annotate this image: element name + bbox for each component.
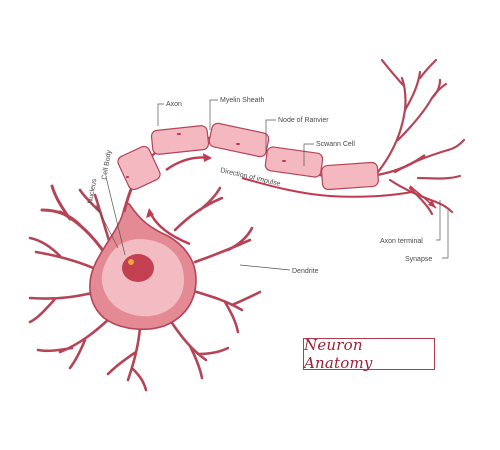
label-node-of-ranvier: Node of Ranvier xyxy=(278,117,329,124)
impulse-arrowhead-upper xyxy=(203,153,212,162)
label-synapse: Synapse xyxy=(405,256,432,263)
impulse-arrow-upper xyxy=(165,156,211,171)
terminal-arrowhead xyxy=(428,200,436,208)
title-box: Neuron Anatomy xyxy=(303,336,435,372)
label-dendrite: Dendrite xyxy=(292,268,319,275)
impulse-line-lower xyxy=(241,177,413,198)
myelin-sheath xyxy=(117,122,379,191)
diagram-title: Neuron Anatomy xyxy=(304,336,373,372)
leader-lines xyxy=(95,99,449,271)
impulse-arrowhead-lower xyxy=(146,208,154,218)
label-axon: Axon xyxy=(166,101,182,108)
label-nucleus: Nucleus xyxy=(87,178,98,205)
nucleus xyxy=(122,254,154,282)
nucleolus xyxy=(128,259,134,265)
label-myelin-sheath: Myelin Sheath xyxy=(220,97,264,104)
node-marks xyxy=(126,133,286,178)
label-schwann-cell: Scwann Cell xyxy=(316,141,355,148)
axon-terminal-branches xyxy=(376,58,466,216)
label-cell-body: Cell Body xyxy=(101,149,113,180)
label-axon-terminal: Axon terminal xyxy=(380,238,423,245)
